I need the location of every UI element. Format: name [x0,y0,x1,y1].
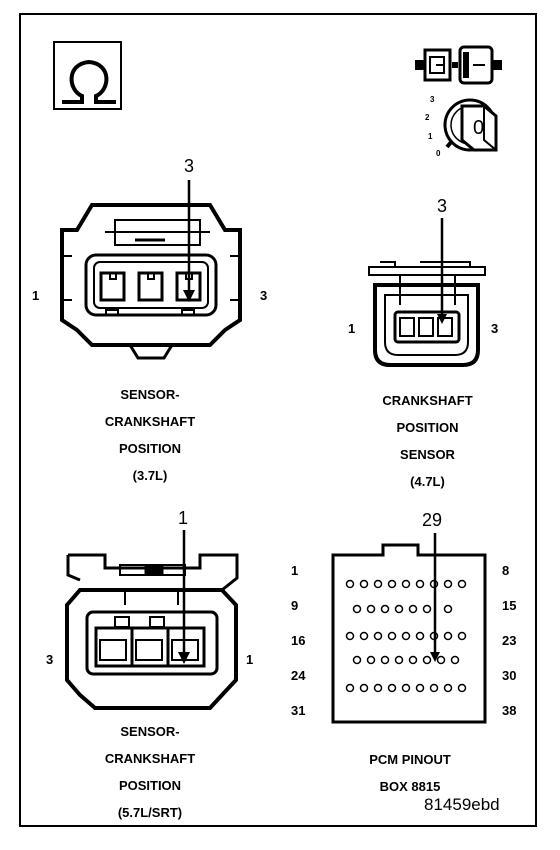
pcm-pin-hole [443,631,453,641]
pcm-row-label-right: 30 [502,668,517,683]
pcm-row-label-left: 16 [291,633,306,648]
pcm-pin-hole [359,683,369,693]
diagram-frame [19,13,537,827]
connector-3-7l [60,203,242,360]
caption-line: BOX 8815 [379,779,441,794]
pcm-pin-hole [345,579,355,589]
pcm-pin-hole [352,604,362,614]
callout-label-5-7l: 1 [178,508,189,528]
pcm-pin-hole [422,604,432,614]
pcm-pin-hole [394,604,404,614]
pcm-pin-hole [387,683,397,693]
pcm-pin-hole [401,631,411,641]
callout-label-pcm: 29 [422,510,443,530]
pcm-pin-hole [450,655,460,665]
caption-line: SENSOR [400,447,455,462]
pin-label-left-5-7l: 3 [46,652,54,667]
caption-line: POSITION [118,778,182,793]
pcm-pin-hole [345,631,355,641]
pcm-pin-hole [443,683,453,693]
pcm-pin-hole [380,655,390,665]
caption-line: (3.7L) [132,468,168,483]
pcm-pin-hole [415,631,425,641]
figure-id: 81459ebd [424,795,500,814]
pcm-pin-hole [408,604,418,614]
pcm-pin-hole [415,579,425,589]
ignition-pos-3: 3 [430,95,435,104]
caption-line: POSITION [118,441,182,456]
pcm-pin-hole [457,683,467,693]
pcm-pin-hole [359,631,369,641]
callout-arrow-pcm [430,533,440,662]
pcm-pin-hole [443,604,453,614]
pcm-pin-hole [457,631,467,641]
caption-line: CRANKSHAFT [104,414,196,429]
caption-line: (5.7L/SRT) [117,805,183,820]
caption-line: POSITION [396,420,459,435]
caption-line: SENSOR- [120,387,180,402]
ignition-key-icon [443,98,498,152]
pcm-row-label-left: 9 [291,598,299,613]
pcm-row-label-right: 23 [502,633,517,648]
pcm-pin-hole [359,579,369,589]
ignition-key-label: 0 [473,117,485,139]
caption-line: CRANKSHAFT [104,751,196,766]
pcm-pin-hole [387,631,397,641]
pcm-pin-hole [366,604,376,614]
pcm-pin-hole [373,579,383,589]
pcm-pin-hole [373,683,383,693]
pin-label-right-4-7l: 3 [491,321,499,336]
pin-label-right-5-7l: 1 [246,652,254,667]
ignition-pos-0: 0 [436,149,441,158]
ignition-pos-1: 1 [428,132,433,141]
pcm-pin-hole [457,579,467,589]
caption-pcm: PCM PINOUT BOX 8815 [340,746,480,800]
connector-4-7l [368,261,486,367]
caption-line: SENSOR- [120,724,180,739]
pcm-row-label-right: 38 [502,703,517,718]
pcm-pin-hole [422,655,432,665]
pcm-row-label-left: 1 [291,563,299,578]
pcm-row-label-right: 15 [502,598,517,613]
caption-line: CRANKSHAFT [382,393,473,408]
pcm-connector [331,543,487,724]
pcm-row-label-left: 24 [291,668,306,683]
pcm-pin-hole [401,683,411,693]
callout-label-3-7l: 3 [184,156,195,176]
pcm-pin-hole [415,683,425,693]
pcm-pin-hole [443,579,453,589]
pin-label-left-3-7l: 1 [32,288,40,303]
pcm-pin-hole [394,655,404,665]
pcm-pin-hole [345,683,355,693]
pcm-pin-hole [408,655,418,665]
pcm-pin-hole [429,683,439,693]
pin-label-left-4-7l: 1 [348,321,356,336]
pcm-pin-hole [436,655,446,665]
pcm-pin-hole [373,631,383,641]
callout-arrow-5-7l [178,530,190,664]
pcm-row-label-left: 31 [291,703,306,718]
caption-line: PCM PINOUT [369,752,451,767]
pcm-pin-hole [387,579,397,589]
connector-5-7l [65,553,239,710]
pcm-pin-hole [352,655,362,665]
pin-label-right-3-7l: 3 [260,288,268,303]
callout-arrow-4-7l [437,218,447,324]
caption-line: (4.7L) [410,474,445,489]
pcm-pin-hole [380,604,390,614]
connector-plug-icon [415,45,502,85]
callout-label-4-7l: 3 [437,196,448,216]
ignition-pos-2: 2 [425,113,430,122]
pcm-pin-hole [366,655,376,665]
omega-icon [53,41,122,110]
caption-3-7l: SENSOR- CRANKSHAFT POSITION (3.7L) [80,381,220,489]
caption-5-7l: SENSOR- CRANKSHAFT POSITION (5.7L/SRT) [75,718,225,826]
caption-4-7l: CRANKSHAFT POSITION SENSOR (4.7L) [355,387,500,495]
pcm-pin-hole [401,579,411,589]
callout-arrow-3-7l [183,180,195,302]
pcm-row-label-right: 8 [502,563,510,578]
